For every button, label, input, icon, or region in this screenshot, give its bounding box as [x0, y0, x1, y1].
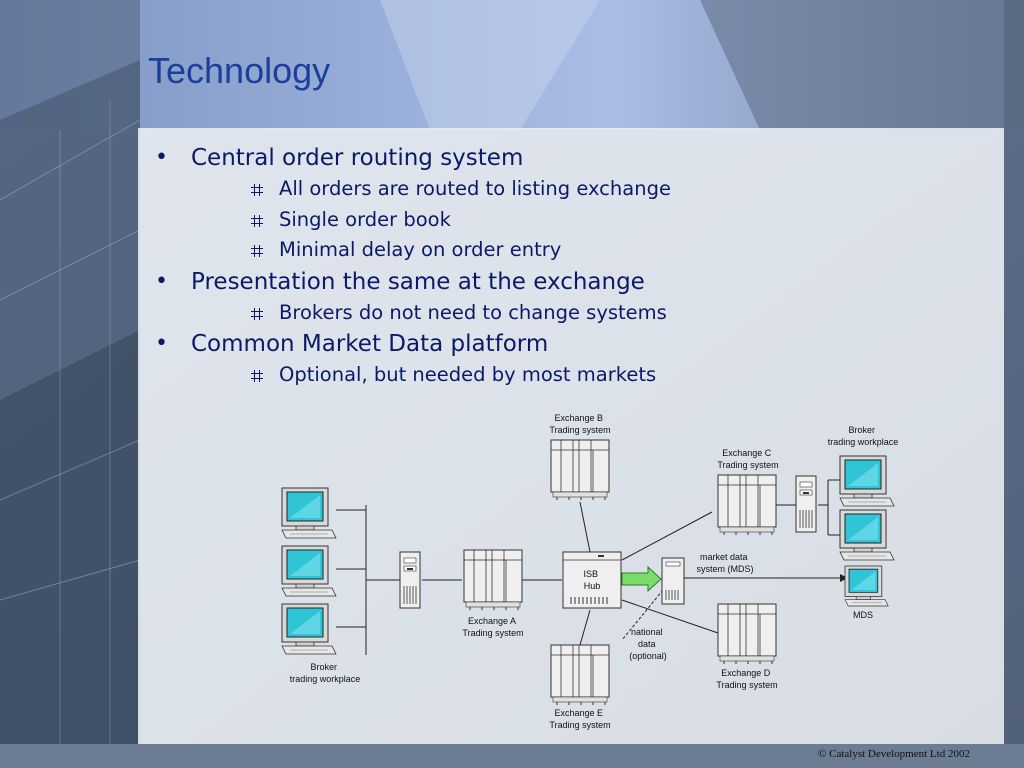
bullet-text: Presentation the same at the exchange: [191, 268, 645, 295]
sub-bullet-item: Optional, but needed by most markets: [191, 360, 671, 391]
bullet-list: Central order routing system All orders …: [155, 142, 671, 391]
bullet-item: Central order routing system All orders …: [155, 142, 671, 266]
exchange-e-server-icon: [550, 644, 610, 706]
monitor-icon: [839, 509, 895, 561]
sub-bullet-list: All orders are routed to listing exchang…: [191, 174, 671, 266]
mds-system-label: market data system (MDS): [697, 552, 754, 574]
bullet-item: Common Market Data platform Optional, bu…: [155, 328, 671, 391]
exchange-c-label: Exchange C Trading system: [717, 448, 778, 470]
exchange-e-label: Exchange E Trading system: [549, 708, 610, 730]
exchange-d-server-icon: [717, 603, 777, 665]
connection-lines: [336, 479, 840, 655]
bullet-item: Presentation the same at the exchange Br…: [155, 266, 671, 329]
exchange-a-label: Exchange A Trading system: [462, 616, 523, 638]
sub-bullet-list: Brokers do not need to change systems: [191, 298, 671, 329]
tower-server-icon: [399, 551, 421, 609]
sub-bullet-list: Optional, but needed by most markets: [191, 360, 671, 391]
national-data-label: national data (optional): [629, 627, 667, 661]
sub-bullet-item: Single order book: [191, 205, 671, 236]
sub-bullet-item: Minimal delay on order entry: [191, 235, 671, 266]
exchange-a-server-icon: [463, 549, 523, 611]
sub-bullet-item: Brokers do not need to change systems: [191, 298, 671, 329]
sub-bullet-item: All orders are routed to listing exchang…: [191, 174, 671, 205]
national-data-line: [621, 589, 664, 641]
mds-arrowhead: [840, 574, 848, 582]
isb-hub-icon: [562, 551, 622, 609]
green-arrow-icon: [621, 565, 662, 593]
monitor-icon: [281, 603, 337, 655]
mds-label: MDS: [853, 610, 873, 620]
hub-label: ISB Hub: [583, 569, 600, 591]
exchange-b-server-icon: [550, 439, 610, 501]
tower-server-icon: [795, 475, 817, 533]
exchange-b-label: Exchange B Trading system: [549, 413, 610, 435]
copyright-notice: © Catalyst Development Ltd 2002: [818, 748, 970, 760]
broker-left-label: Broker trading workplace: [290, 662, 361, 684]
bullet-text: Central order routing system: [191, 145, 524, 171]
bullet-text: Common Market Data platform: [191, 331, 549, 357]
monitor-icon: [281, 487, 337, 539]
exchange-d-label: Exchange D Trading system: [716, 668, 777, 690]
monitor-icon: [281, 545, 337, 597]
slide-title: Technology: [148, 50, 331, 91]
monitor-icon: [839, 455, 895, 507]
exchange-c-server-icon: [717, 474, 777, 536]
broker-right-label: Broker trading workplace: [828, 425, 899, 447]
mds-server-icon: [661, 557, 685, 605]
mds-monitor-icon: [844, 565, 889, 607]
